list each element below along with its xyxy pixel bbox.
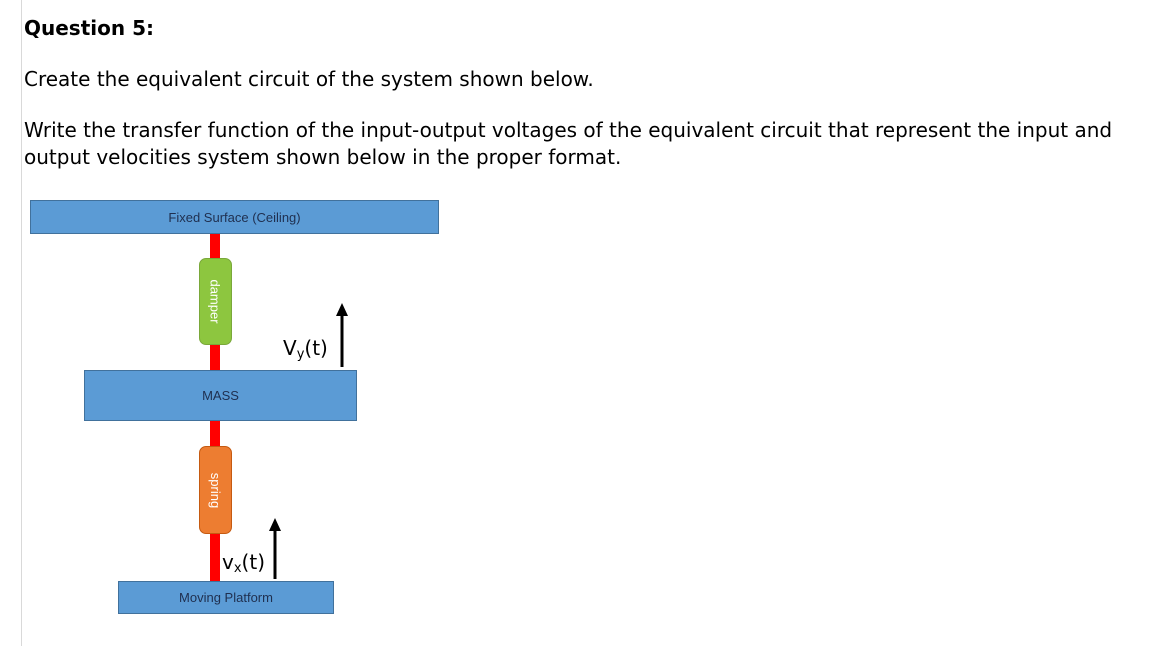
- left-margin-rule: [21, 0, 22, 646]
- vy-symbol: V: [283, 336, 297, 360]
- mass-block: MASS: [84, 370, 357, 421]
- platform-label: Moving Platform: [179, 590, 273, 605]
- damper-label: damper: [208, 279, 224, 324]
- spring-label: spring: [208, 472, 224, 508]
- mass-label: MASS: [202, 388, 239, 403]
- vy-label: Vy(t): [283, 336, 328, 367]
- question-title: Question 5:: [24, 16, 154, 40]
- instruction-create-circuit: Create the equivalent circuit of the sys…: [24, 67, 594, 91]
- instruction-transfer-function: Write the transfer function of the input…: [24, 118, 1113, 169]
- vy-subscript: y: [296, 347, 305, 362]
- spring-element: spring: [199, 446, 232, 534]
- vy-argument: (t): [304, 336, 328, 360]
- moving-platform: Moving Platform: [118, 581, 334, 614]
- fixed-surface-ceiling: Fixed Surface (Ceiling): [30, 200, 439, 234]
- ceiling-label: Fixed Surface (Ceiling): [168, 209, 301, 225]
- rod-ceiling-to-damper: [210, 233, 220, 259]
- vy-arrow-icon: [336, 303, 348, 367]
- rod-damper-to-mass: [210, 344, 220, 371]
- vx-arrow-icon: [269, 518, 281, 579]
- vx-argument: (t): [241, 550, 265, 574]
- rod-mass-to-spring: [210, 420, 220, 447]
- vx-symbol: v: [222, 550, 234, 574]
- damper-element: damper: [199, 258, 232, 345]
- rod-spring-to-platform: [210, 533, 220, 582]
- vx-label: vx(t): [222, 550, 265, 581]
- vx-subscript: x: [233, 561, 242, 576]
